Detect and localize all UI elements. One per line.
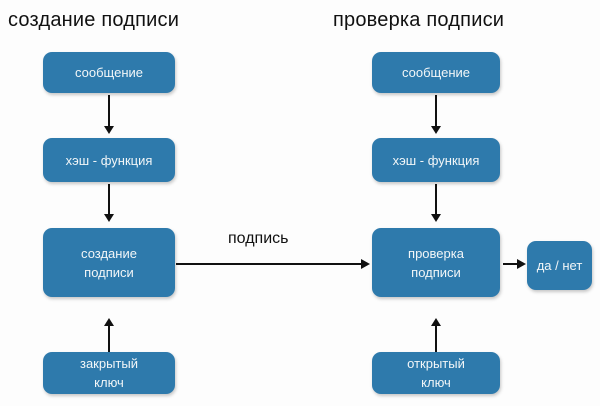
arrow-left-message-to-hash-line (108, 95, 110, 126)
node-right-hash[interactable]: хэш - функция (372, 138, 500, 182)
arrow-right-key-to-verify-line (435, 326, 437, 352)
arrow-right-message-to-hash-head (431, 126, 441, 134)
node-left-sign-label: создание подписи (81, 245, 137, 280)
edge-label-signature: подпись (228, 230, 289, 247)
node-right-verify-label: проверка подписи (408, 245, 464, 280)
arrow-left-key-to-sign-line (108, 326, 110, 352)
arrow-right-hash-to-verify-head (431, 214, 441, 222)
node-right-verify[interactable]: проверка подписи (372, 228, 500, 297)
node-left-message[interactable]: сообщение (43, 52, 175, 93)
arrow-sign-to-verify-head (361, 259, 370, 269)
arrow-right-message-to-hash-line (435, 95, 437, 126)
arrow-verify-to-result-head (517, 259, 526, 269)
node-right-message-label: сообщение (401, 65, 470, 80)
arrow-left-key-to-sign-head (104, 318, 114, 326)
node-right-public-key[interactable]: открытый ключ (372, 352, 500, 394)
arrow-verify-to-result-line (503, 263, 517, 265)
arrow-left-hash-to-sign-head (104, 214, 114, 222)
arrow-right-key-to-verify-head (431, 318, 441, 326)
node-left-private-key[interactable]: закрытый ключ (43, 352, 175, 394)
node-result-label: да / нет (536, 258, 583, 273)
arrow-left-message-to-hash-head (104, 126, 114, 134)
node-left-sign[interactable]: создание подписи (43, 228, 175, 297)
node-right-message[interactable]: сообщение (372, 52, 500, 93)
node-result[interactable]: да / нет (527, 241, 592, 290)
node-left-hash[interactable]: хэш - функция (43, 138, 175, 182)
arrow-sign-to-verify-line (176, 263, 361, 265)
node-right-hash-label: хэш - функция (392, 152, 480, 168)
node-left-private-key-label: закрытый ключ (79, 356, 138, 390)
column-title-signing: создание подписи (8, 9, 180, 31)
arrow-left-hash-to-sign-line (108, 184, 110, 214)
column-title-verification: проверка подписи (333, 9, 505, 31)
node-left-hash-label: хэш - функция (65, 152, 153, 168)
arrow-right-hash-to-verify-line (435, 184, 437, 214)
node-left-message-label: сообщение (74, 65, 143, 80)
node-right-public-key-label: открытый ключ (407, 356, 465, 390)
